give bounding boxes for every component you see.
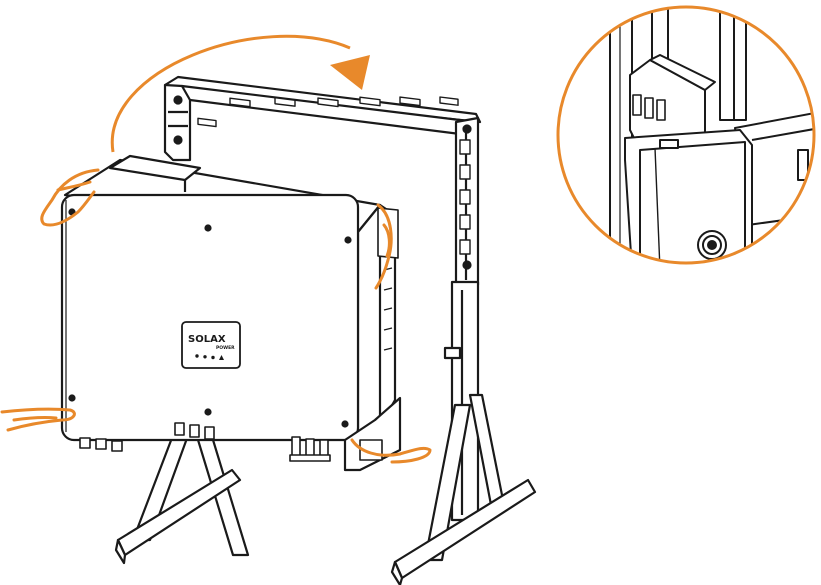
inverter-display-panel: SOLAX POWER [181, 321, 241, 369]
bottom-connectors [79, 422, 331, 462]
inverter-unit: SOLAX POWER [60, 154, 402, 472]
hand-icon [0, 168, 432, 464]
logo-sub: POWER [216, 345, 235, 351]
logo-brand: SOLAX [188, 334, 226, 345]
stand-left-leg [114, 418, 250, 565]
indicator-leds [195, 354, 224, 360]
stand-right-leg [390, 280, 537, 585]
curved-arrow-icon [110, 34, 370, 153]
mounting-bracket [163, 75, 482, 287]
magnify-detail-circle [556, 5, 816, 265]
